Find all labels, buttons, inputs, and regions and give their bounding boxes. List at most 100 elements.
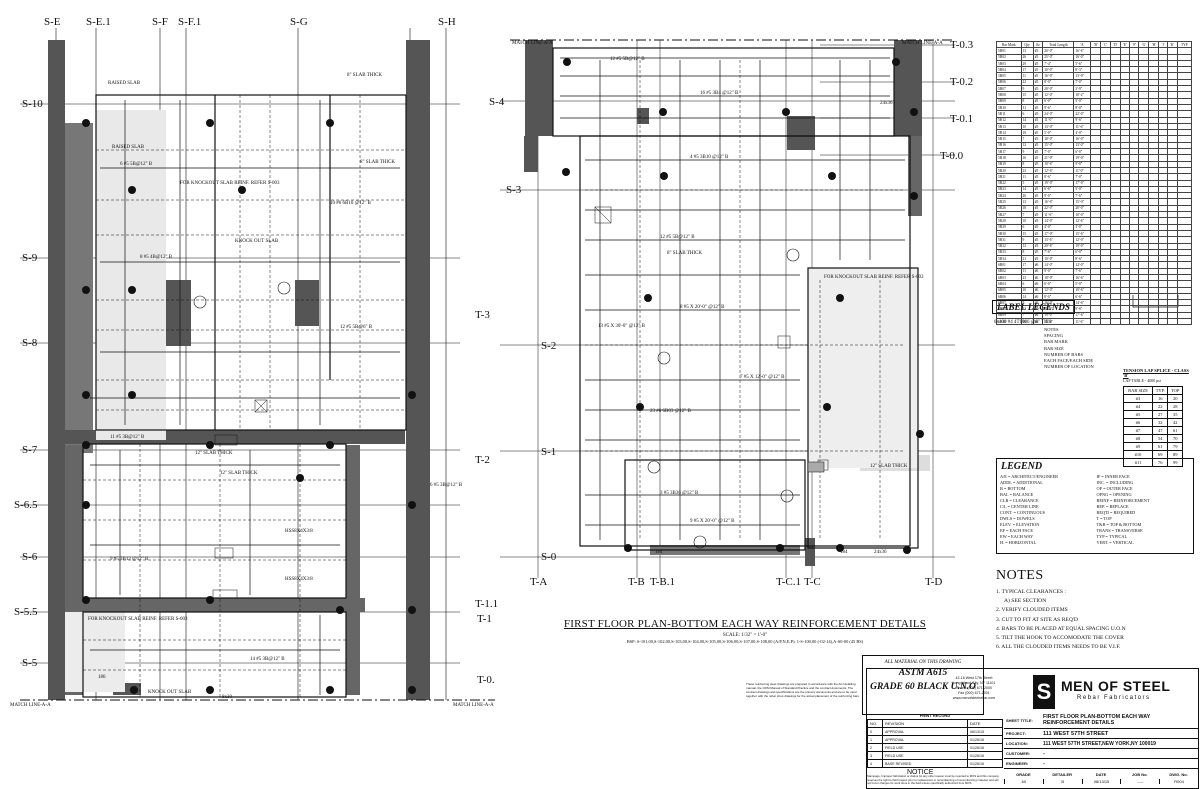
schedule-cell xyxy=(1129,72,1140,80)
schedule-cell xyxy=(1119,273,1131,282)
note-item: A) SEE SECTION xyxy=(1004,598,1047,605)
general-notes: NOTES 1. TYPICAL CLEARANCES : A) SEE SEC… xyxy=(996,568,1196,652)
schedule-cell: 18'-0" xyxy=(1042,273,1075,282)
schedule-cell xyxy=(1119,292,1131,301)
bar-callout: 6 #5 5B@12" B xyxy=(120,162,153,167)
note-item: 4. BARS TO BE PLACED AT EQUAL SPACING U.… xyxy=(996,625,1126,632)
lap-cell: 32 xyxy=(1152,418,1169,427)
schedule-cell: 12'-0" xyxy=(1042,91,1075,99)
slab-thick-label: 8" SLAB THICK xyxy=(667,251,702,256)
dim-label: 186 xyxy=(98,675,106,680)
legend-item: T&B = TOP & BOTTOM xyxy=(1096,522,1142,527)
schedule-cell: 12'-0" xyxy=(1042,286,1075,294)
revision-cell: APPROVAL xyxy=(882,735,968,744)
material-spec: ALL MATERIAL ON THIS DRAWING ASTM A615 G… xyxy=(862,655,984,715)
revision-cell: BASE REVISED xyxy=(882,759,968,768)
note-item: 6. ALL THE CLOUDED ITEMS NEEDS TO BE V.I… xyxy=(996,644,1121,651)
legend-item: H. = HORIZONTAL xyxy=(1000,540,1037,545)
grid-label-left: S-10 xyxy=(22,98,43,110)
dim-label: 184 xyxy=(655,550,663,555)
schedule-cell xyxy=(1158,280,1168,288)
schedule-cell xyxy=(1176,116,1193,124)
schedule-cell: 13'-0" xyxy=(1042,318,1075,326)
grid-label-left: S-6.5 xyxy=(14,499,38,511)
schedule-cell: 29 xyxy=(1020,59,1034,68)
schedule-cell xyxy=(1129,305,1140,313)
sheet-info: SHEET TITLE: FIRST FLOOR PLAN-BOTTOM EAC… xyxy=(1004,712,1198,769)
schedule-cell: 8'-6" xyxy=(1073,255,1092,263)
schedule-cell xyxy=(1166,318,1178,326)
schedule-cell xyxy=(1176,110,1193,118)
legend-item: B = BOTTOM xyxy=(1000,486,1026,491)
grid-label-left: S-2 xyxy=(541,340,556,352)
sheet-title-label: SHEET TITLE: xyxy=(1006,717,1033,723)
grid-label-bottom: T-C xyxy=(804,576,821,588)
note-item: 5. TILT THE HOOK TO ACCOMODATE THE COVER xyxy=(996,635,1124,642)
schedule-cell xyxy=(1129,273,1140,282)
schedule-cell: 10 xyxy=(1020,286,1034,294)
legend-item: CONT. = CONTINUOUS xyxy=(1000,510,1045,515)
schedule-cell xyxy=(1119,78,1131,87)
lap-cell: 35 xyxy=(1167,410,1183,419)
grid-label-left: S-8 xyxy=(22,337,38,349)
schedule-cell xyxy=(1119,85,1131,93)
schedule-cell xyxy=(1129,116,1140,124)
bar-callout: 12 #5 5B@6" B xyxy=(340,325,373,330)
schedule-cell xyxy=(1158,59,1168,68)
bar-callout: 13 #5 X 30'-0" @12" B xyxy=(598,324,646,329)
bar-callout: 12 #5 5B@12" B xyxy=(660,235,695,240)
engineer-value: - xyxy=(1043,760,1045,767)
left-plan-notes: MATCH LINE-A-A MATCH LINE-A-A RAISED SLA… xyxy=(10,73,494,708)
slab-thick-label: 8" SLAB THICK xyxy=(360,160,395,165)
schedule-cell: 10'-0" xyxy=(1042,66,1075,74)
schedule-cell xyxy=(1129,110,1140,118)
sheet-title: FIRST FLOOR PLAN-BOTTOM EACH WAY REINFOR… xyxy=(1043,714,1151,726)
schedule-cell xyxy=(1176,299,1193,307)
schedule-cell xyxy=(1129,299,1140,307)
schedule-cell xyxy=(1119,255,1131,263)
schedule-cell: 5'-0" xyxy=(1073,280,1092,288)
material-grade: ASTM A615 xyxy=(898,668,948,678)
match-line-label: MATCH LINE-A-A xyxy=(512,41,553,46)
schedule-cell: 6'-6" xyxy=(1073,292,1092,301)
print-record-label: PRINT RECORD xyxy=(919,713,951,718)
legend-item: EW = EACH WAY xyxy=(1000,534,1034,539)
schedule-cell xyxy=(1138,318,1150,326)
lap-cell: #9 xyxy=(1122,442,1154,451)
schedule-cell xyxy=(1119,299,1131,307)
schedule-cell xyxy=(1176,273,1193,282)
schedule-cell: 8'-0" xyxy=(1042,78,1075,87)
grid-label-left: S-6 xyxy=(22,551,38,563)
bar-callout: 9 #5 X 20'-0" @12" B xyxy=(690,519,735,524)
note-item: 3. CUT TO FIT AT SITE AS REQ'D xyxy=(996,616,1078,623)
schedule-cell xyxy=(1119,97,1131,105)
revision-cell: FIELD USE xyxy=(882,743,968,752)
lap-cell: #8 xyxy=(1122,434,1154,443)
schedule-cell: 11 xyxy=(1020,72,1034,80)
right-floor-plan xyxy=(500,39,955,578)
notice-text: Stampage, Improper fabrication or claims… xyxy=(867,774,999,785)
lap-header: BAR SIZE xyxy=(1122,386,1154,395)
schedule-cell xyxy=(1158,116,1168,124)
legend-item: OF = OUTER FACE xyxy=(1096,486,1133,491)
schedule-cell xyxy=(1129,59,1140,68)
schedule-cell xyxy=(1176,103,1193,112)
schedule-cell xyxy=(1119,103,1131,112)
legend-item: ADDL = ADDITIONAL xyxy=(1000,480,1043,485)
lap-cell: #4 xyxy=(1122,402,1154,411)
schedule-cell xyxy=(1119,59,1131,68)
schedule-cell xyxy=(1176,85,1193,93)
schedule-cell xyxy=(1129,311,1140,320)
